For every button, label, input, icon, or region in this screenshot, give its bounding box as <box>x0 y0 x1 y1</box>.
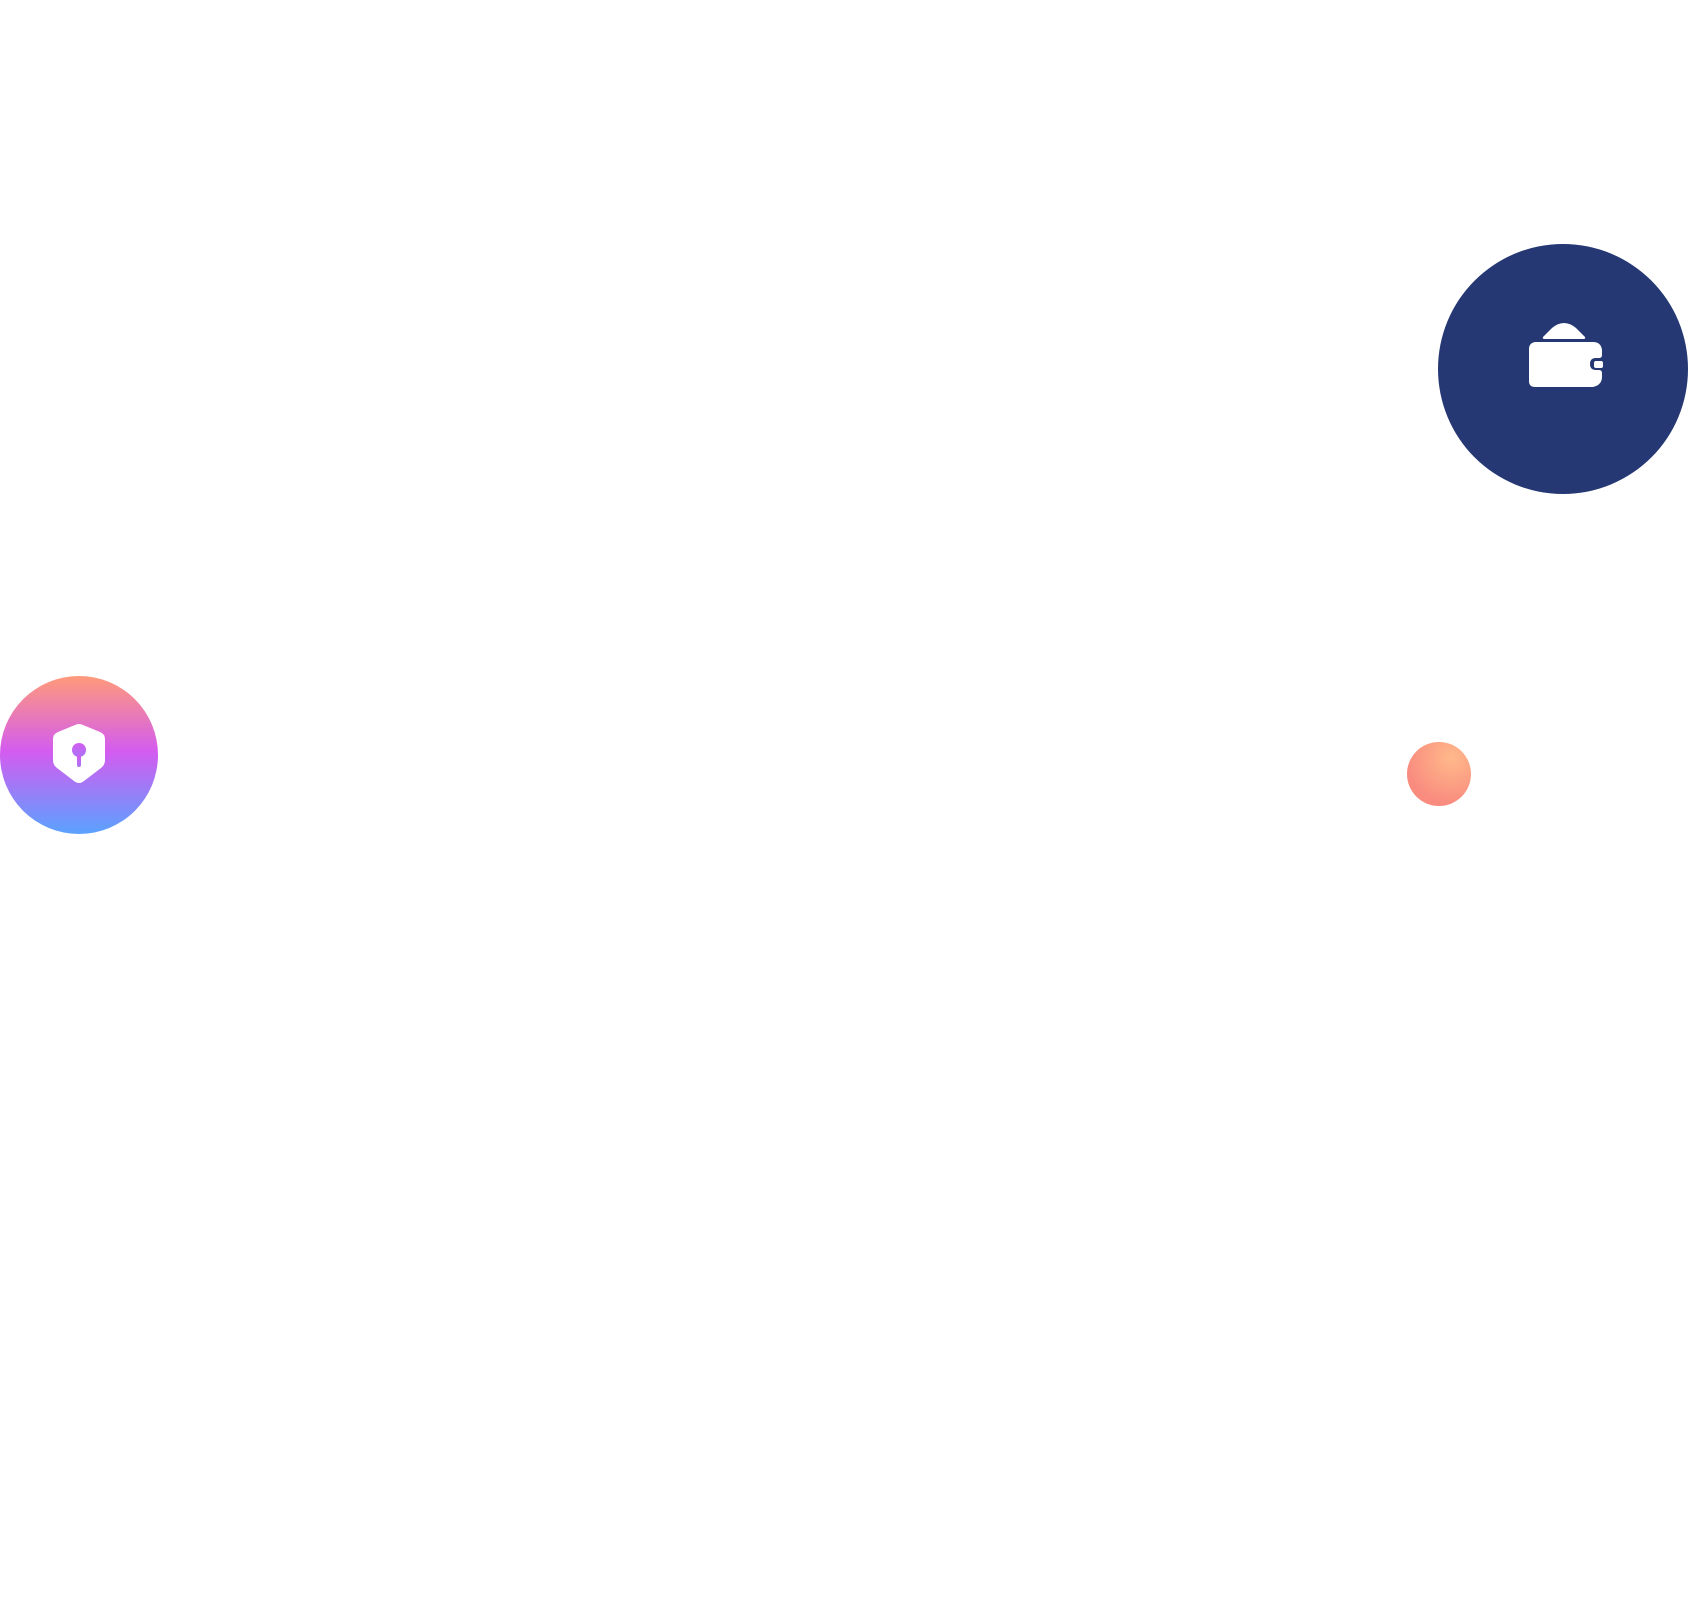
security-badge <box>0 676 158 834</box>
accent-dot <box>1407 742 1471 806</box>
wallet-badge <box>1438 244 1688 494</box>
wallet-icon <box>1511 317 1615 421</box>
shield-keyhole-icon <box>48 720 110 790</box>
